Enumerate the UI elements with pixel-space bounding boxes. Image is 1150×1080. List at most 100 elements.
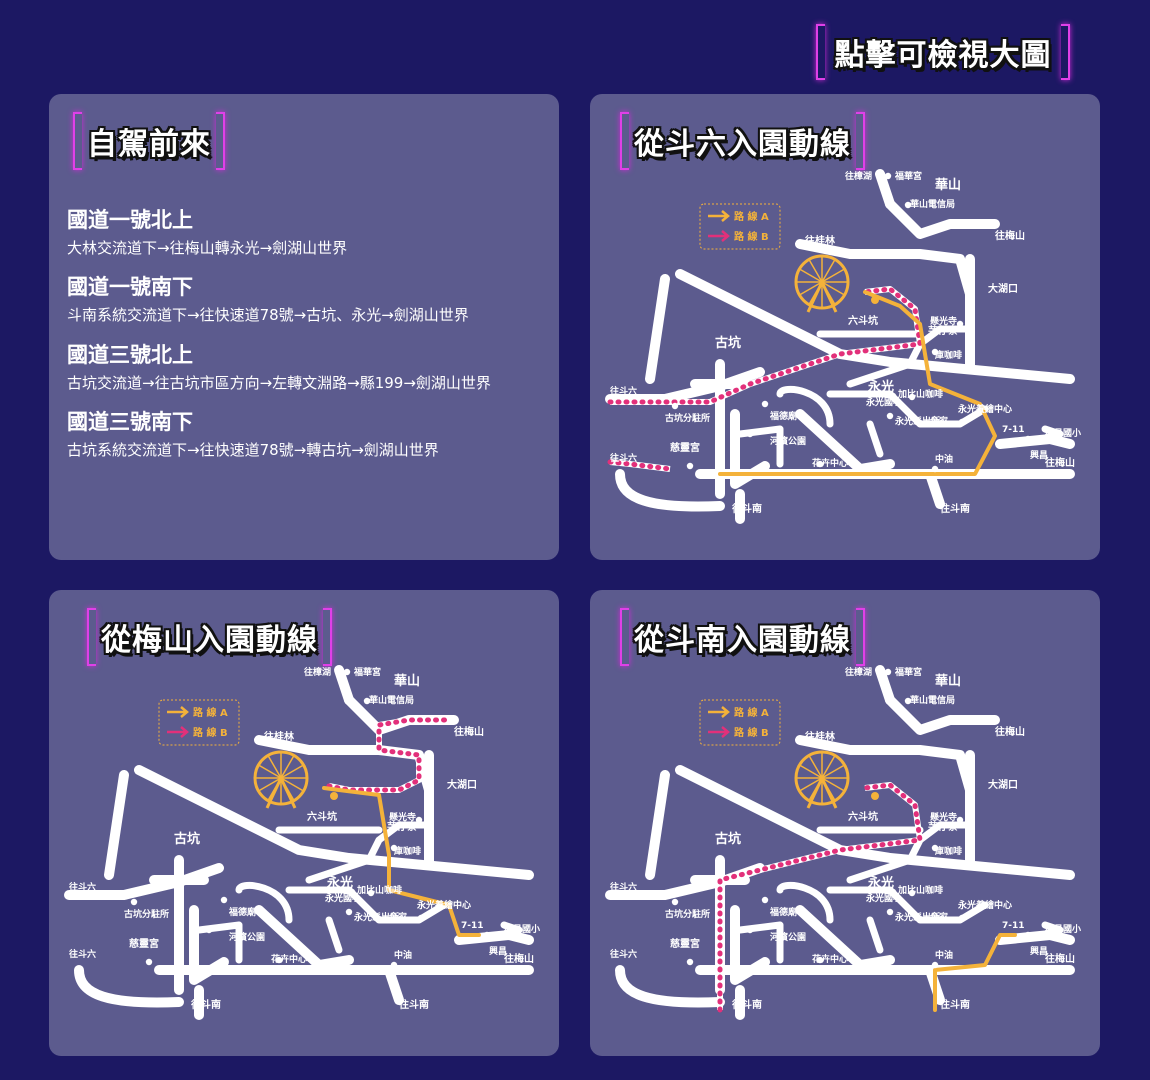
place-label-ciling-temple: 慈靈宮 [670, 937, 700, 950]
ferris-wheel-spoke [799, 281, 823, 296]
poi-dot [889, 392, 897, 400]
road [334, 665, 354, 705]
road [736, 425, 784, 468]
ferris-wheel-spoke [821, 764, 845, 779]
poi-dot [671, 402, 679, 410]
poi-dot [380, 916, 388, 924]
poi-dot [904, 201, 912, 209]
place-label-dahukou: 大湖口 [447, 778, 477, 791]
poi-dot [220, 896, 228, 904]
place-label-jiabishan-cafe: 加比山咖啡 [897, 884, 943, 896]
ferris-wheel-spoke [799, 777, 823, 792]
place-label-wang-meishan: 往梅山 [995, 229, 1025, 242]
place-label-yuzailiao: 芋仔寮 [387, 820, 418, 833]
road [104, 770, 129, 880]
place-label-river-park: 河濱公園 [770, 931, 806, 943]
place-label-xingchang-school: 興昌國小 [1045, 923, 1081, 935]
road [866, 916, 884, 954]
place-label-huashan: 華山 [394, 673, 420, 689]
road [645, 770, 670, 880]
road [195, 921, 243, 964]
place-label-yongguang-center: 永光養繪中心 [957, 403, 1012, 415]
road [875, 169, 895, 209]
route-b-line [607, 286, 923, 405]
poi-dot [367, 889, 375, 897]
place-label-huashan-office: 華山電信局 [369, 694, 414, 706]
place-label-huashan-office: 華山電信局 [910, 198, 955, 210]
route-b-line [326, 717, 452, 793]
legend-route-b: 路 線 B [734, 726, 769, 739]
place-label-jiabishan-cafe: 加比山咖啡 [356, 884, 402, 896]
place-label-xingchang-school: 興昌國小 [1045, 427, 1081, 439]
place-label-wang-dounan: 往斗南 [732, 502, 762, 515]
route-desc: 古坑系統交流道下→往快速道78號→轉古坑→劍湖山世界 [67, 441, 439, 459]
place-label-wang-meishan: 往梅山 [454, 725, 484, 738]
place-label-fuhua-temple: 福華宮 [353, 666, 381, 678]
poi-dot [931, 844, 939, 852]
route-desc: 斗南系統交流道下→往快速道78號→古坑、永光→劍湖山世界 [67, 306, 469, 324]
place-label-wang-zhanghu: 往樟湖 [304, 666, 331, 678]
place-label-zhongyou: 中油 [394, 949, 412, 961]
place-label-wang-meishan: 往梅山 [504, 952, 534, 965]
map-title: 從斗南入園動線 [634, 623, 851, 658]
poi-dot [921, 420, 929, 428]
place-label-huashan-office: 華山電信局 [910, 694, 955, 706]
place-label-zhongyou: 中油 [935, 453, 953, 465]
place-label-yongguang: 永光 [326, 875, 353, 891]
ferris-wheel-spoke [258, 777, 282, 792]
ferris-wheel-spoke [821, 268, 845, 283]
map-title-box: 從梅山入園動線 [87, 608, 332, 666]
place-label-dahukou: 大湖口 [988, 282, 1018, 295]
place-label-fuhua-temple: 福華宮 [894, 170, 922, 182]
road [675, 269, 1075, 384]
ferris-wheel-spoke [258, 764, 282, 779]
ferris-wheel-stand [265, 774, 297, 809]
route-b-line [607, 459, 673, 472]
poi-dot [145, 958, 153, 966]
place-label-flower-center: 花卉中心 [812, 953, 848, 965]
place-label-wang-meishan: 往梅山 [995, 725, 1025, 738]
place-label-quanjia: 全家 [929, 415, 949, 427]
poi-dot [958, 914, 966, 922]
route-desc: 古坑交流道→往古坑市區方向→左轉文淵路→縣199→劍湖山世界 [67, 374, 491, 392]
place-label-wang-zhanghu: 往樟湖 [845, 170, 872, 182]
place-label-yuzailiao: 芋仔寮 [928, 820, 959, 833]
place-label-zhongyou: 中油 [935, 949, 953, 961]
drive-card: 自駕前來 國道一號北上 大林交流道下→往梅山轉永光→劍湖山世界 國道一號南下 斗… [49, 94, 559, 560]
ferris-wheel-spoke [821, 777, 845, 792]
map-title: 從梅山入園動線 [101, 623, 318, 658]
view-large-map-button[interactable]: 點擊可檢視大圖 [816, 24, 1070, 80]
place-label-wang-dounan: 往斗南 [940, 502, 970, 515]
route-item: 國道三號北上 古坑交流道→往古坑市區方向→左轉文淵路→縣199→劍湖山世界 [67, 339, 491, 393]
place-label-wang-douliu: 往斗六 [610, 948, 637, 960]
poi-dot [908, 393, 916, 401]
place-label-fude-temple: 福德廟 [769, 410, 797, 422]
poi-dot [884, 668, 892, 676]
poi-dot [1024, 435, 1032, 443]
place-label-cafe: 庫咖啡 [935, 349, 962, 361]
place-label-gukeng-police: 古坑分駐所 [665, 908, 710, 920]
poi-dot [686, 958, 694, 966]
place-label-yongguang-school: 永光國小 [324, 892, 361, 904]
poi-dot [483, 931, 491, 939]
place-label-qianguang-temple: 懸光寺 [930, 315, 957, 327]
legend-route-b: 路 線 B [734, 230, 769, 243]
arrow-a-icon [167, 706, 189, 718]
poi-dot [958, 418, 966, 426]
road [74, 965, 184, 1008]
ferris-wheel-stand [806, 278, 838, 313]
legend-route-a: 路 線 A [193, 706, 228, 719]
road [1041, 921, 1064, 934]
ferris-wheel-spoke [799, 764, 823, 779]
drive-title: 自駕前來 [87, 127, 211, 162]
poi-dot [908, 889, 916, 897]
road [885, 695, 1000, 735]
place-label-liudoukeng: 六斗坑 [848, 314, 878, 327]
poi-dot [931, 465, 939, 473]
place-label-wang-douliu: 往斗六 [610, 881, 637, 893]
poi-dot [886, 412, 894, 420]
poi-dot [816, 460, 824, 468]
